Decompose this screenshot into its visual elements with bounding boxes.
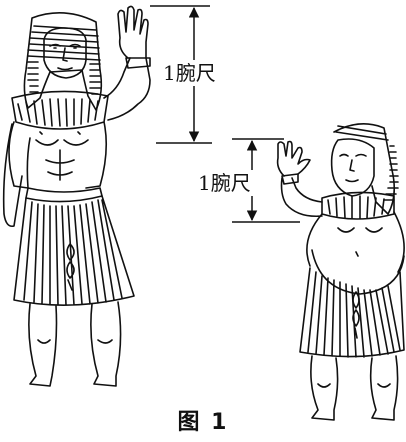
short-figure-nose-mouth [345, 159, 359, 183]
tall-figure-kilt [13, 195, 135, 306]
tall-figure-belt [25, 187, 103, 203]
tall-figure-torso [8, 121, 108, 189]
left-cubit-measure: 1腕尺 [150, 5, 228, 144]
short-figure-collar [321, 191, 395, 220]
short-figure-torso [306, 211, 405, 295]
tall-figure-legs [28, 301, 122, 387]
tall-figure [2, 5, 151, 387]
right-cubit-measure: 1腕尺 [196, 138, 300, 223]
tall-figure-tassel [66, 243, 75, 291]
tall-figure-nose-mouth [57, 47, 73, 71]
figure-caption: 图 1 [177, 410, 229, 435]
tall-figure-hand [117, 5, 149, 59]
tall-figure-collar [11, 90, 109, 130]
short-figure-wristband [281, 173, 299, 185]
tall-figure-hanging-arm [2, 123, 23, 228]
short-figure-hand [276, 140, 311, 177]
short-figure-face [330, 138, 375, 197]
left-measure-label-bg [162, 60, 228, 86]
short-figure-tassel [352, 291, 360, 339]
short-figure-raised-arm [280, 177, 323, 218]
tall-figure-eyes [49, 43, 81, 49]
short-figure-eyes [339, 153, 367, 157]
short-figure-headdress [333, 123, 399, 215]
right-measure-label-bg [196, 170, 266, 196]
left-measure-label: 1腕尺 [163, 61, 216, 85]
tall-figure-raised-arm [103, 57, 151, 121]
short-figure-kilt [299, 267, 405, 358]
tall-figure-wristband [125, 57, 151, 69]
right-measure-label: 1腕尺 [198, 171, 251, 195]
short-figure-legs [310, 355, 399, 421]
tall-figure-face [43, 27, 87, 79]
short-figure [276, 123, 405, 421]
